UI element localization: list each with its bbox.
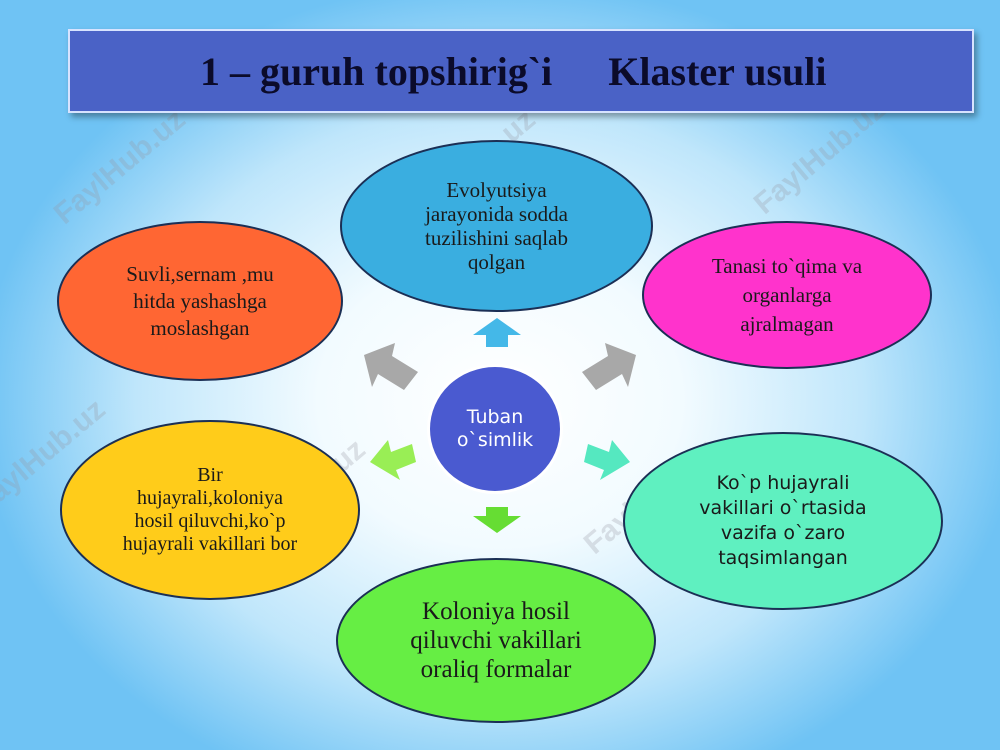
node-top-right-text: Tanasi to`qima va organlarga ajralmagan [711, 253, 863, 336]
node-bottom-left-text: Bir hujayrali,koloniya hosil qiluvchi,ko… [122, 464, 298, 555]
arrow-down-icon [473, 507, 521, 533]
node-top-left: Suvli,sernam ,mu hitda yashashga moslash… [57, 221, 343, 381]
node-top-right: Tanasi to`qima va organlarga ajralmagan [642, 221, 932, 369]
node-bottom: Koloniya hosil qiluvchi vakillari oraliq… [336, 558, 656, 723]
center-label: Tuban o`simlik [456, 406, 534, 451]
node-bottom-left: Bir hujayrali,koloniya hosil qiluvchi,ko… [60, 420, 360, 600]
node-bottom-right: Ko`p hujayrali vakillari o`rtasida vazif… [623, 432, 943, 610]
arrow-up-right-icon [582, 343, 636, 390]
arrow-down-left-icon [370, 440, 416, 480]
title-part-1: 1 – guruh topshirig`i [200, 48, 553, 94]
node-top-text: Evolyutsiya jarayonida sodda tuzilishini… [425, 178, 568, 274]
node-top: Evolyutsiya jarayonida sodda tuzilishini… [340, 140, 653, 312]
title-part-2: Klaster usuli [608, 48, 827, 94]
title-banner: 1 – guruh topshirig`i Klaster usuli [68, 29, 974, 113]
node-bottom-text: Koloniya hosil qiluvchi vakillari oraliq… [410, 598, 582, 683]
arrow-up-icon [473, 318, 521, 347]
center-node: Tuban o`simlik [427, 364, 563, 494]
arrow-down-right-icon [584, 440, 630, 480]
arrow-up-left-icon [364, 343, 418, 390]
node-top-left-text: Suvli,sernam ,mu hitda yashashga moslash… [126, 261, 274, 340]
node-bottom-right-text: Ko`p hujayrali vakillari o`rtasida vazif… [699, 472, 867, 569]
